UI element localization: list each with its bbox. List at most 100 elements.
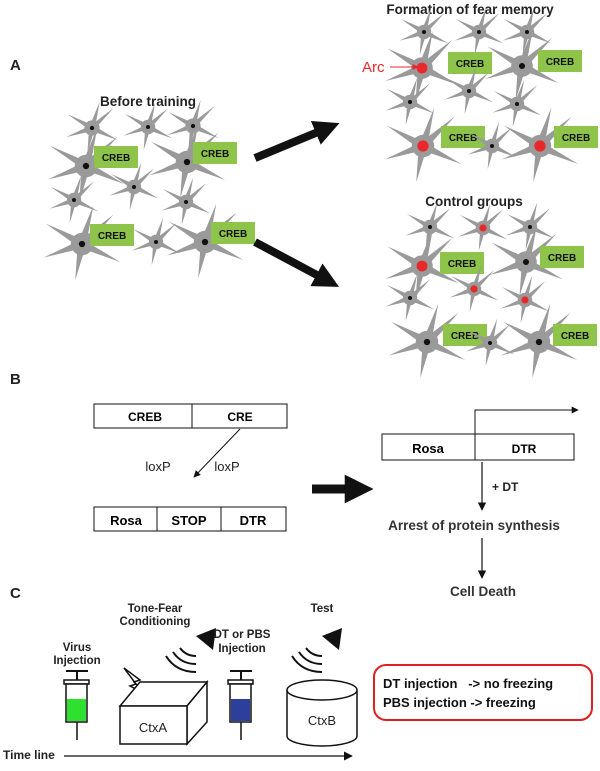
before-training-title: Before training — [100, 94, 196, 109]
neuron-before-10: CREB — [166, 203, 255, 278]
neuron-nucleus — [190, 123, 196, 129]
creb-label: CREB — [561, 331, 589, 342]
arc-nucleus — [416, 260, 428, 272]
transcription-start-arrow — [474, 406, 579, 434]
creb-box — [443, 324, 487, 346]
test-label: Test — [311, 603, 334, 615]
arrow-to-fear-memory — [253, 121, 340, 162]
creb-label: CREB — [102, 153, 130, 164]
neuron-nucleus — [522, 258, 530, 266]
creb-box — [211, 222, 255, 244]
creb-label: CREB — [546, 57, 574, 68]
neuron-nucleus — [466, 88, 472, 94]
creb-box — [94, 146, 138, 168]
ctxa-label: CtxA — [139, 720, 168, 735]
rosa-stop-dtr-construct: Rosa STOP DTR — [93, 506, 287, 532]
result-line-1: DT injection -> no freezing — [383, 676, 553, 691]
speaker-icon — [165, 628, 216, 673]
neuron-control-5 — [385, 273, 435, 322]
neuron-before-8: CREB — [43, 205, 134, 280]
neuron-before-0 — [65, 101, 119, 153]
neuron-fear-9 — [467, 121, 517, 170]
creb-box — [193, 142, 237, 164]
neuron-before-1 — [123, 102, 173, 151]
virus-label-1: Virus — [63, 642, 92, 654]
creb-label: CREB — [562, 133, 590, 144]
creb-label: CREB — [219, 229, 247, 240]
loxp-right-label: loxP — [214, 459, 239, 474]
loxp-left-label: loxP — [145, 459, 170, 474]
arc-nucleus — [534, 140, 546, 152]
arc-nucleus — [417, 140, 429, 152]
arc-nucleus — [479, 224, 487, 232]
creb-box — [90, 224, 134, 246]
panel-label-a: A — [10, 57, 21, 74]
arc-nucleus — [521, 296, 529, 304]
creb-box — [448, 52, 492, 74]
neuron-control-8: CREB — [388, 303, 487, 378]
arc-label: Arc — [362, 59, 385, 76]
neuron-nucleus — [524, 29, 530, 35]
panel-label-b: B — [10, 371, 21, 388]
construct-rosa-label-2: Rosa — [412, 441, 445, 456]
creb-box — [538, 50, 582, 72]
timeline-label: Time line — [3, 748, 55, 762]
neuron-before-9 — [131, 217, 181, 266]
rosa-dtr-construct: Rosa DTR — [381, 433, 575, 461]
neuron-control-9 — [465, 318, 515, 367]
neuron-nucleus — [518, 62, 526, 70]
neuron-before-5 — [49, 175, 99, 224]
result-line-2: PBS injection -> freezing — [383, 695, 536, 710]
neuron-nucleus — [476, 29, 482, 35]
creb-box — [540, 246, 584, 268]
creb-cre-construct: CREB CRE — [93, 403, 288, 429]
neuron-control-7 — [500, 275, 550, 324]
construct-stop-label: STOP — [171, 513, 206, 528]
arrow-to-control-groups — [253, 238, 340, 287]
virus-fluid — [67, 699, 86, 721]
tone-fear-label-2: Conditioning — [120, 616, 191, 628]
arc-nucleus — [416, 62, 428, 74]
neuron-nucleus — [183, 158, 191, 166]
neuron-nucleus — [71, 197, 77, 203]
context-a-box: CtxA — [118, 679, 209, 746]
neuron-nucleus — [78, 240, 86, 248]
dt-pbs-label-2: Injection — [218, 643, 265, 655]
construct-dtr-label-2: DTR — [512, 442, 537, 456]
neuron-nucleus — [421, 29, 427, 35]
neuron-nucleus — [89, 125, 95, 131]
neuron-before-2 — [166, 99, 220, 151]
cell-death-label: Cell Death — [450, 584, 516, 599]
neuron-fear-7 — [492, 79, 542, 128]
creb-label: CREB — [548, 253, 576, 264]
neuron-fear-1 — [454, 7, 504, 56]
neuron-nucleus — [145, 124, 151, 130]
neuron-before-4: CREB — [148, 123, 237, 198]
neuron-fear-5 — [385, 77, 435, 126]
control-groups-title: Control groups — [425, 194, 523, 209]
neuron-nucleus — [527, 224, 533, 230]
neuron-nucleus — [407, 295, 413, 301]
virus-label-2: Injection — [53, 655, 100, 667]
neuron-fear-4: CREB — [485, 29, 582, 101]
neuron-control-4: CREB — [489, 225, 584, 297]
dt-pbs-label-1: DT or PBS — [214, 629, 271, 641]
neuron-fear-3: CREB — [385, 31, 492, 103]
arc-nucleus — [470, 285, 478, 293]
neuron-fear-6 — [444, 66, 494, 115]
context-b-cylinder: CtxB — [286, 679, 358, 747]
neuron-nucleus — [82, 162, 90, 170]
neuron-before-3: CREB — [47, 127, 138, 202]
neuron-control-10: CREB — [500, 303, 597, 378]
neuron-nucleus — [131, 184, 137, 190]
neuron-nucleus — [489, 143, 495, 149]
neuron-nucleus — [487, 340, 493, 346]
neuron-fear-0 — [399, 7, 449, 56]
fear-memory-title: Formation of fear memory — [386, 2, 554, 17]
dt-label: + DT — [492, 480, 519, 494]
neuron-nucleus — [423, 338, 431, 346]
creb-label: CREB — [451, 331, 479, 342]
neuron-nucleus — [514, 101, 520, 107]
creb-label: CREB — [98, 231, 126, 242]
neuron-before-6 — [109, 162, 159, 211]
